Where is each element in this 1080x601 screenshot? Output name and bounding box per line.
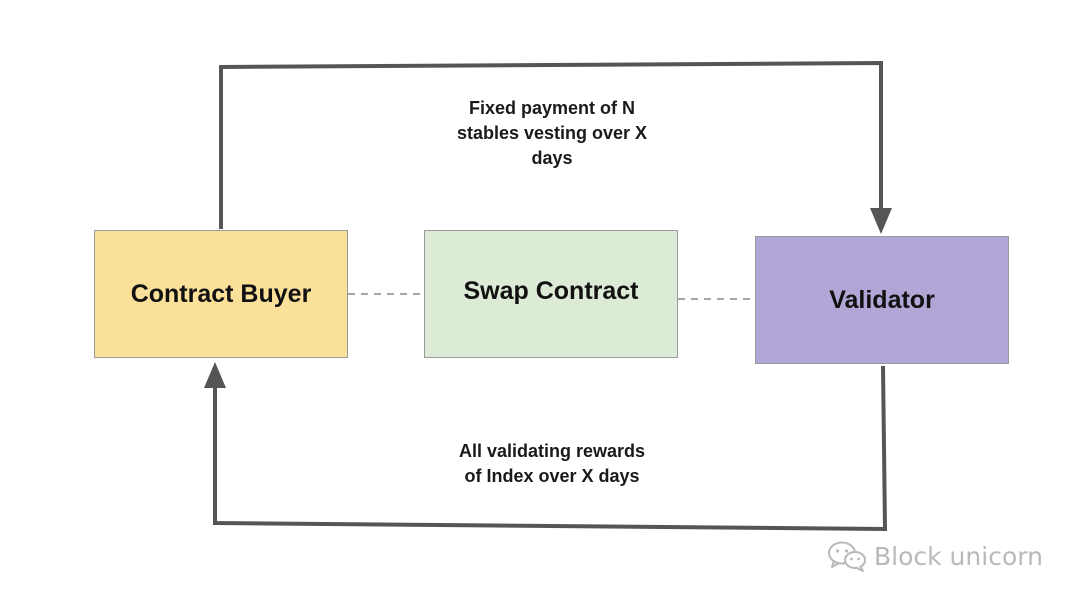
edge-label-fixed-payment: Fixed payment of N stables vesting over … — [420, 96, 684, 171]
node-validator-label: Validator — [829, 285, 935, 314]
connector-validator-to-buyer — [213, 365, 888, 532]
edge-label-validating-rewards-line: of Index over X days — [464, 466, 640, 486]
node-swap-contract-label: Swap Contract — [463, 276, 639, 305]
edge-label-fixed-payment-line: days — [531, 148, 573, 168]
edge-label-validating-rewards-line: All validating rewards — [458, 441, 646, 461]
edge-label-validating-rewards: All validating rewards of Index over X d… — [420, 439, 684, 489]
edge-label-fixed-payment-line: Fixed payment of N — [468, 98, 636, 118]
node-contract-buyer-label: Contract Buyer — [130, 279, 312, 308]
arrowhead-into-validator — [870, 208, 892, 234]
node-swap-contract: Swap Contract — [424, 230, 678, 358]
edge-label-fixed-payment-line: stables vesting over X — [456, 123, 648, 143]
arrowhead-into-buyer — [204, 362, 226, 388]
watermark-text: Block unicorn — [874, 541, 1043, 571]
connector-buyer-to-validator — [219, 60, 883, 229]
wechat-icon — [828, 541, 866, 572]
watermark: Block unicorn — [826, 538, 1043, 574]
node-contract-buyer: Contract Buyer — [94, 230, 348, 358]
node-validator: Validator — [755, 236, 1009, 364]
